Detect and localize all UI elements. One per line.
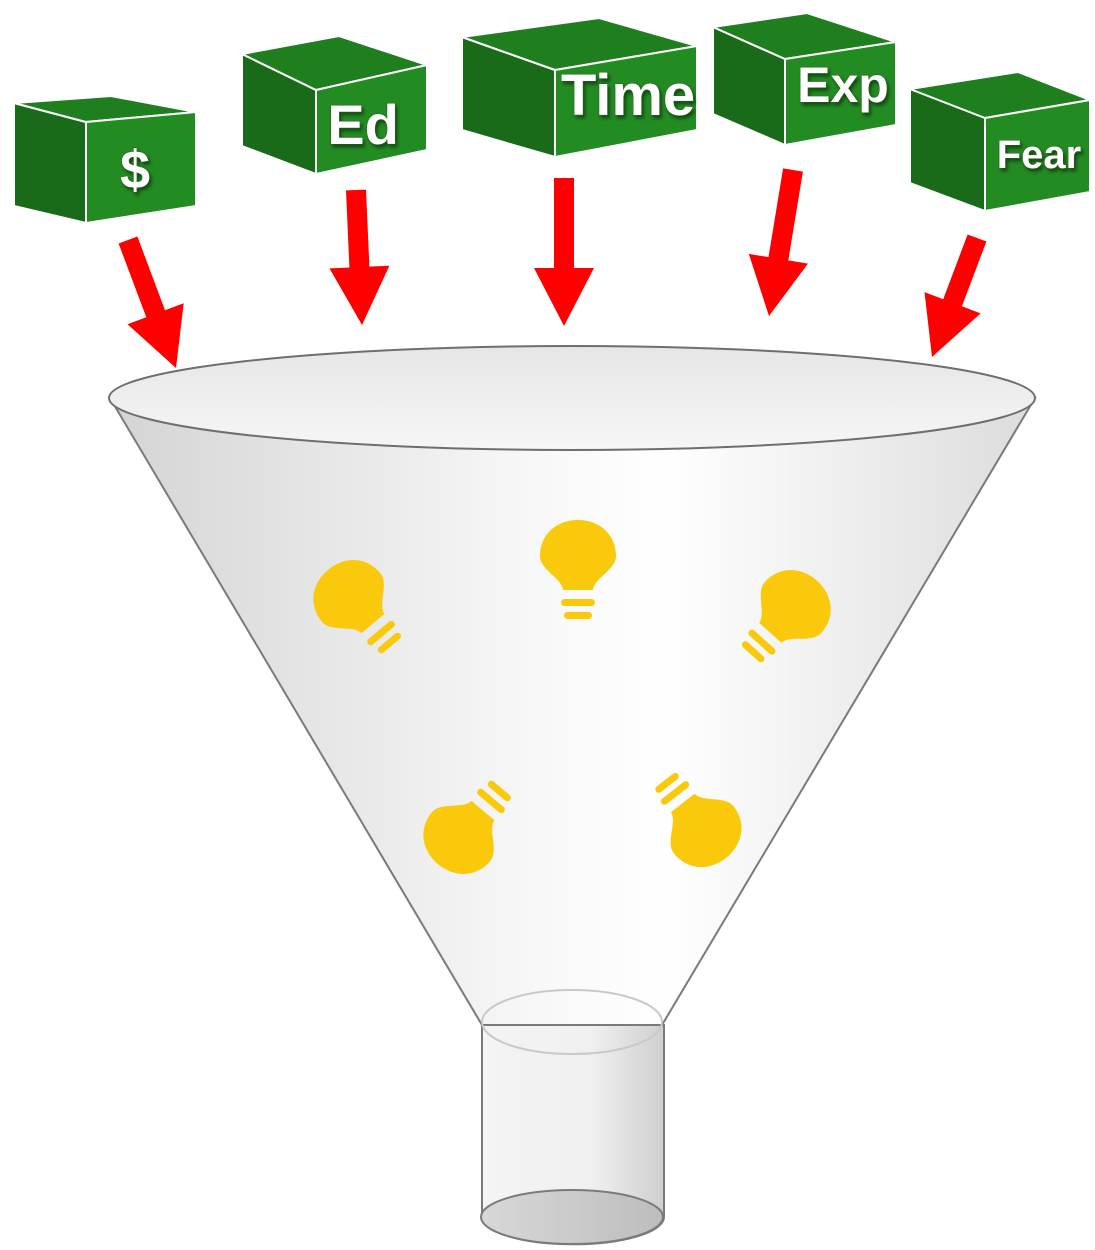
funnel-cone	[108, 397, 1037, 1026]
arrow-down-2	[329, 189, 390, 325]
box-front-face	[784, 41, 897, 146]
box-3: Time	[461, 17, 698, 158]
box-label: Fear	[997, 133, 1082, 177]
funnel-rim	[108, 345, 1036, 451]
lightbulb-icon	[540, 520, 616, 619]
box-1: $	[13, 95, 197, 224]
box-label: Ed	[327, 93, 399, 156]
spout-opening	[480, 1189, 664, 1245]
box-front-face	[315, 64, 428, 175]
box-label: Exp	[797, 57, 889, 113]
arrow-down-4	[748, 168, 808, 316]
lightbulb-icon	[423, 780, 511, 874]
lightbulb-icon	[741, 570, 831, 663]
funnel	[108, 345, 1037, 1246]
lightbulbs	[313, 520, 831, 874]
arrow-down-1	[118, 236, 184, 368]
spout-top-rim	[481, 989, 663, 1055]
arrow-down-3	[534, 178, 594, 326]
box-front-face	[554, 45, 698, 158]
box-4: Exp	[712, 12, 897, 146]
lightbulb-icon	[655, 772, 742, 868]
box-label: Time	[561, 63, 695, 128]
box-5: Fear	[909, 71, 1091, 212]
box-front-face	[984, 99, 1091, 212]
box-front-face	[85, 111, 197, 224]
box-side-face	[13, 102, 87, 224]
arrow-down-5	[924, 234, 987, 357]
box-2: Ed	[241, 35, 428, 175]
arrows	[118, 168, 987, 368]
lightbulb-icon	[313, 560, 401, 654]
box-label: $	[120, 140, 150, 200]
